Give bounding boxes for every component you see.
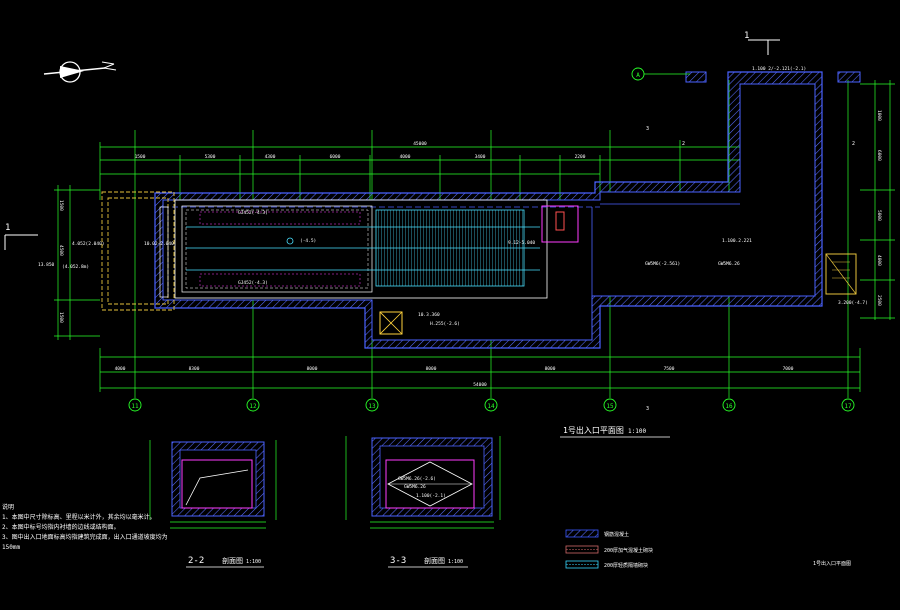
- dim-lower-2: 8000: [307, 366, 318, 372]
- elev-esc-right: 9.12-5.040: [508, 240, 535, 246]
- elev-corridor: 1.100.2.221: [722, 238, 752, 244]
- axis-label-16: 16: [725, 403, 733, 410]
- elev-lower-2: H.255(-2.6): [430, 321, 460, 327]
- legend: 钢筋混凝土 200厚加气混凝土砌块 200厚轻质隔墙砌块: [565, 529, 653, 569]
- dimension-lines-bottom: [99, 348, 861, 392]
- dim-lower-5: 7500: [664, 366, 675, 372]
- section-cut-1-top: [748, 39, 780, 55]
- dim-right-3: 4000: [876, 255, 882, 266]
- section-2-label: 剖面图: [222, 556, 243, 565]
- elev-left-1: 4.052(2.040): [72, 241, 105, 247]
- dim-overall-top: 45000: [413, 141, 427, 147]
- dim-upper-6: 2200: [575, 154, 586, 160]
- dim-upper-1: 5300: [205, 154, 216, 160]
- notes-heading: 说明: [2, 504, 15, 511]
- dim-upper-3: 6000: [330, 154, 341, 160]
- elev-esc-top: (-4.5): [300, 238, 316, 244]
- sec3-elev: 1.100(-2.1): [416, 493, 446, 499]
- hidden-entry-outline: [101, 191, 175, 311]
- section-2-title: 2-2: [188, 556, 204, 566]
- escalator-group: [159, 205, 540, 298]
- section-mark-2-left: 2: [682, 141, 685, 147]
- dim-upper-5: 3400: [475, 154, 486, 160]
- dimension-lines-left: [54, 185, 100, 340]
- section-mark-3-top: 3: [646, 126, 649, 132]
- notes-line-2: 2、本图中标号均指内衬墙的边线或结构面。: [2, 524, 120, 531]
- notes-line-1: 1、本图中尺寸除标高、里程以米计外，其余均以毫米计。: [2, 514, 156, 521]
- section-cut-1: [4, 234, 38, 250]
- corner-label: 1号出入口平面图: [813, 560, 851, 567]
- section-3-title: 3-3: [390, 556, 406, 566]
- dim-upper-0: 1500: [135, 154, 146, 160]
- section-mark-3-bottom: 3: [646, 406, 649, 412]
- gw-2: GW5M6.26: [718, 261, 740, 267]
- section-3-scale: 1:100: [448, 559, 463, 565]
- axis-label-11: 11: [131, 403, 139, 410]
- sec3-gw-2: GW5M6.26: [404, 484, 426, 490]
- sec3-gw-1: GW5M6.26(-2.6): [398, 476, 436, 482]
- plan-scale: 1:100: [628, 428, 646, 435]
- dim-right-4: 2500: [876, 295, 882, 306]
- dim-left-2: 1500: [58, 312, 64, 323]
- notes-line-4: 150mm: [2, 544, 21, 551]
- section-2-2: [149, 440, 277, 529]
- notes-line-3: 3、图中出入口地面标高均指建筑完成面，出入口通道坡度均为: [2, 534, 168, 541]
- elevator-box: [379, 311, 403, 335]
- dim-lower-0: 4000: [115, 366, 126, 372]
- dim-lower-1: 8300: [189, 366, 200, 372]
- section-mark-1-top: 1: [744, 31, 749, 41]
- section-3-3: [345, 436, 501, 529]
- dim-right-0: 1000: [876, 110, 882, 121]
- section-3-label: 剖面图: [424, 556, 445, 565]
- dim-lower-6: 7000: [783, 366, 794, 372]
- esc-label-bottom: GJ452(-4.3): [238, 280, 268, 286]
- dim-overall-bottom: 54000: [473, 382, 487, 388]
- stair-label: 3.200(-4.7): [838, 300, 868, 306]
- section-mark-1-left: 1: [5, 223, 10, 233]
- elev-mid: 10.02-2.040: [144, 241, 174, 247]
- elev-left-2: 13.850: [38, 262, 55, 268]
- dim-left-0: 1500: [58, 200, 64, 211]
- axis-label-15: 15: [606, 403, 614, 410]
- legend-label-light: 200厚轻质隔墙砌块: [604, 562, 648, 569]
- north-arrow-icon: [43, 61, 117, 83]
- dimension-lines-right: [860, 80, 895, 320]
- axis-label-14: 14: [487, 403, 495, 410]
- elev-lower-1: 10.3.360: [418, 312, 440, 318]
- elev-top: 1.100 2/-2.121(-2.1): [752, 66, 806, 72]
- axis-label-17: 17: [844, 403, 852, 410]
- axis-bubbles: [128, 67, 855, 412]
- gw-1: GW5M6(-2.561): [645, 261, 680, 267]
- dim-left-1: 4500: [58, 245, 64, 256]
- legend-label-aerated: 200厚加气混凝土砌块: [604, 547, 653, 554]
- axis-label-13: 13: [368, 403, 376, 410]
- axis-label-a: A: [636, 72, 640, 79]
- esc-label-top: GJ452(-4.3): [238, 210, 268, 216]
- legend-swatch-concrete: [565, 529, 599, 538]
- axis-label-12: 12: [249, 403, 257, 410]
- section-mark-2-right: 2: [852, 141, 855, 147]
- dim-lower-4: 8000: [545, 366, 556, 372]
- elev-left-3: (4.052.8m): [62, 264, 89, 270]
- notes-block: 说明 1、本图中尺寸除标高、里程以米计外，其余均以毫米计。 2、本图中标号均指内…: [2, 503, 168, 553]
- stair-box: [825, 253, 857, 295]
- dim-right-2: 5000: [876, 210, 882, 221]
- legend-label-concrete: 钢筋混凝土: [604, 531, 629, 538]
- dim-upper-4: 4000: [400, 154, 411, 160]
- dim-upper-2: 4300: [265, 154, 276, 160]
- section-2-scale: 1:100: [246, 559, 261, 565]
- dim-lower-3: 8000: [426, 366, 437, 372]
- plan-title: 1号出入口平面图: [563, 425, 624, 435]
- dim-right-1: 6000: [876, 150, 882, 161]
- equipment-box: [541, 205, 579, 243]
